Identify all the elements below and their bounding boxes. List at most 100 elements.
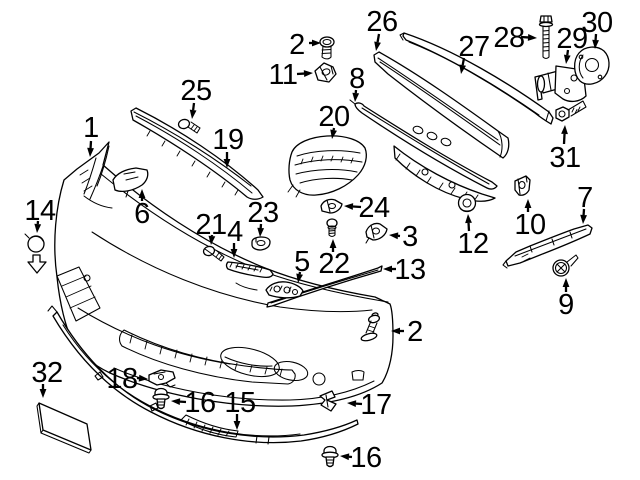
callout-arrowhead: [138, 189, 146, 198]
part-14-plug-drawing: [24, 233, 47, 274]
part-5-bracket-drawing: [265, 281, 304, 299]
callout-arrowhead: [257, 227, 265, 237]
part-10-clip-drawing: [514, 175, 531, 196]
callout-number: 12: [457, 228, 488, 260]
callout-16: 16: [171, 387, 216, 419]
callout-12: 12: [457, 214, 489, 260]
part-7-rail-drawing: [502, 224, 593, 269]
callout-arrowhead: [303, 70, 313, 77]
callout-arrowhead: [34, 223, 42, 233]
callout-32: 32: [31, 357, 63, 398]
callout-arrowhead: [459, 64, 467, 74]
callout-arrowhead: [524, 199, 532, 208]
callout-number: 28: [493, 22, 524, 54]
callout-17: 17: [347, 389, 392, 421]
callout-arrowhead: [374, 41, 381, 51]
part-9-screw-drawing: [552, 254, 579, 277]
part-30-gasket-drawing: [573, 46, 610, 85]
callout-number: 27: [458, 31, 489, 63]
callout-arrowhead: [391, 327, 400, 335]
callout-number: 29: [556, 23, 587, 55]
callout-number: 11: [268, 59, 297, 91]
callout-number: 3: [402, 221, 418, 253]
callout-28: 28: [493, 22, 537, 54]
callout-arrowhead: [329, 239, 337, 248]
callout-number: 10: [514, 209, 545, 241]
part-31-bolt-drawing: [555, 100, 587, 122]
part-27-reinforcement-drawing: [399, 32, 554, 125]
callout-14: 14: [24, 195, 56, 233]
callout-6: 6: [134, 189, 150, 230]
part-12-nut-drawing: [457, 193, 477, 213]
part-29-bracket-drawing: [534, 65, 587, 103]
callout-leader-line: [376, 33, 381, 43]
callout-leader-line: [191, 102, 196, 111]
part-2-pushpin-drawing: [360, 312, 381, 342]
callout-arrowhead: [352, 92, 360, 102]
callout-leader-line: [461, 57, 466, 66]
callout-arrowhead: [39, 389, 47, 398]
callout-arrowhead: [562, 278, 570, 287]
part-20-grille-drawing: [287, 135, 367, 198]
part-22-screw-drawing: [326, 218, 338, 238]
callout-number: 18: [106, 363, 137, 395]
callout-arrowhead: [138, 374, 148, 382]
callout-30: 30: [581, 7, 613, 49]
callout-number: 15: [224, 387, 255, 419]
bumper-cover-drawing: [54, 141, 394, 407]
part-2-screw-top-drawing: [319, 36, 335, 60]
callout-number: 22: [318, 248, 349, 280]
callout-arrowhead: [383, 265, 392, 273]
part-24-clip-drawing: [320, 198, 343, 214]
callout-2: 2: [391, 316, 423, 348]
callout-number: 6: [134, 198, 150, 230]
callout-number: 16: [184, 387, 215, 419]
callout-number: 26: [366, 6, 397, 38]
part-6-bracket-drawing: [112, 167, 149, 198]
callout-number: 17: [360, 389, 391, 421]
callout-22: 22: [318, 239, 350, 280]
callout-arrowhead: [223, 159, 231, 168]
callout-number: 7: [577, 182, 593, 214]
callout-number: 25: [180, 75, 211, 107]
callout-13: 13: [383, 254, 426, 286]
callout-5: 5: [294, 246, 310, 283]
part-4-slotted-strip-drawing: [225, 261, 274, 279]
callout-arrowhead: [344, 203, 354, 210]
part-32-plate-drawing: [36, 402, 92, 454]
callout-arrowhead: [230, 249, 238, 258]
callout-arrowhead: [592, 39, 599, 49]
part-28-bolt-drawing: [538, 15, 554, 60]
callout-16: 16: [340, 442, 382, 474]
callout-number: 14: [24, 195, 56, 227]
callout-arrowhead: [233, 421, 241, 430]
callout-number: 2: [407, 316, 423, 348]
callout-arrowhead: [171, 398, 181, 405]
callout-arrowhead: [389, 232, 399, 240]
callout-4: 4: [227, 216, 244, 258]
callout-23: 23: [247, 197, 279, 237]
callout-2: 2: [289, 29, 321, 61]
callout-number: 19: [212, 124, 243, 156]
callout-15: 15: [224, 387, 256, 430]
callout-8: 8: [349, 63, 365, 102]
callout-arrowhead: [208, 235, 216, 245]
callout-11: 11: [268, 59, 313, 91]
callout-number: 2: [289, 29, 305, 61]
callout-arrowhead: [465, 214, 472, 224]
callout-number: 9: [558, 289, 574, 321]
callout-18: 18: [106, 363, 148, 395]
callout-number: 31: [549, 142, 580, 174]
callout-1: 1: [83, 112, 99, 157]
callout-29: 29: [556, 23, 588, 64]
callout-number: 16: [350, 442, 381, 474]
callout-19: 19: [212, 124, 244, 168]
callout-number: 30: [581, 7, 612, 39]
part-16-rivet-a-drawing: [152, 387, 170, 410]
callout-arrowhead: [87, 147, 94, 157]
callout-27: 27: [458, 31, 490, 74]
callout-number: 24: [358, 192, 390, 224]
